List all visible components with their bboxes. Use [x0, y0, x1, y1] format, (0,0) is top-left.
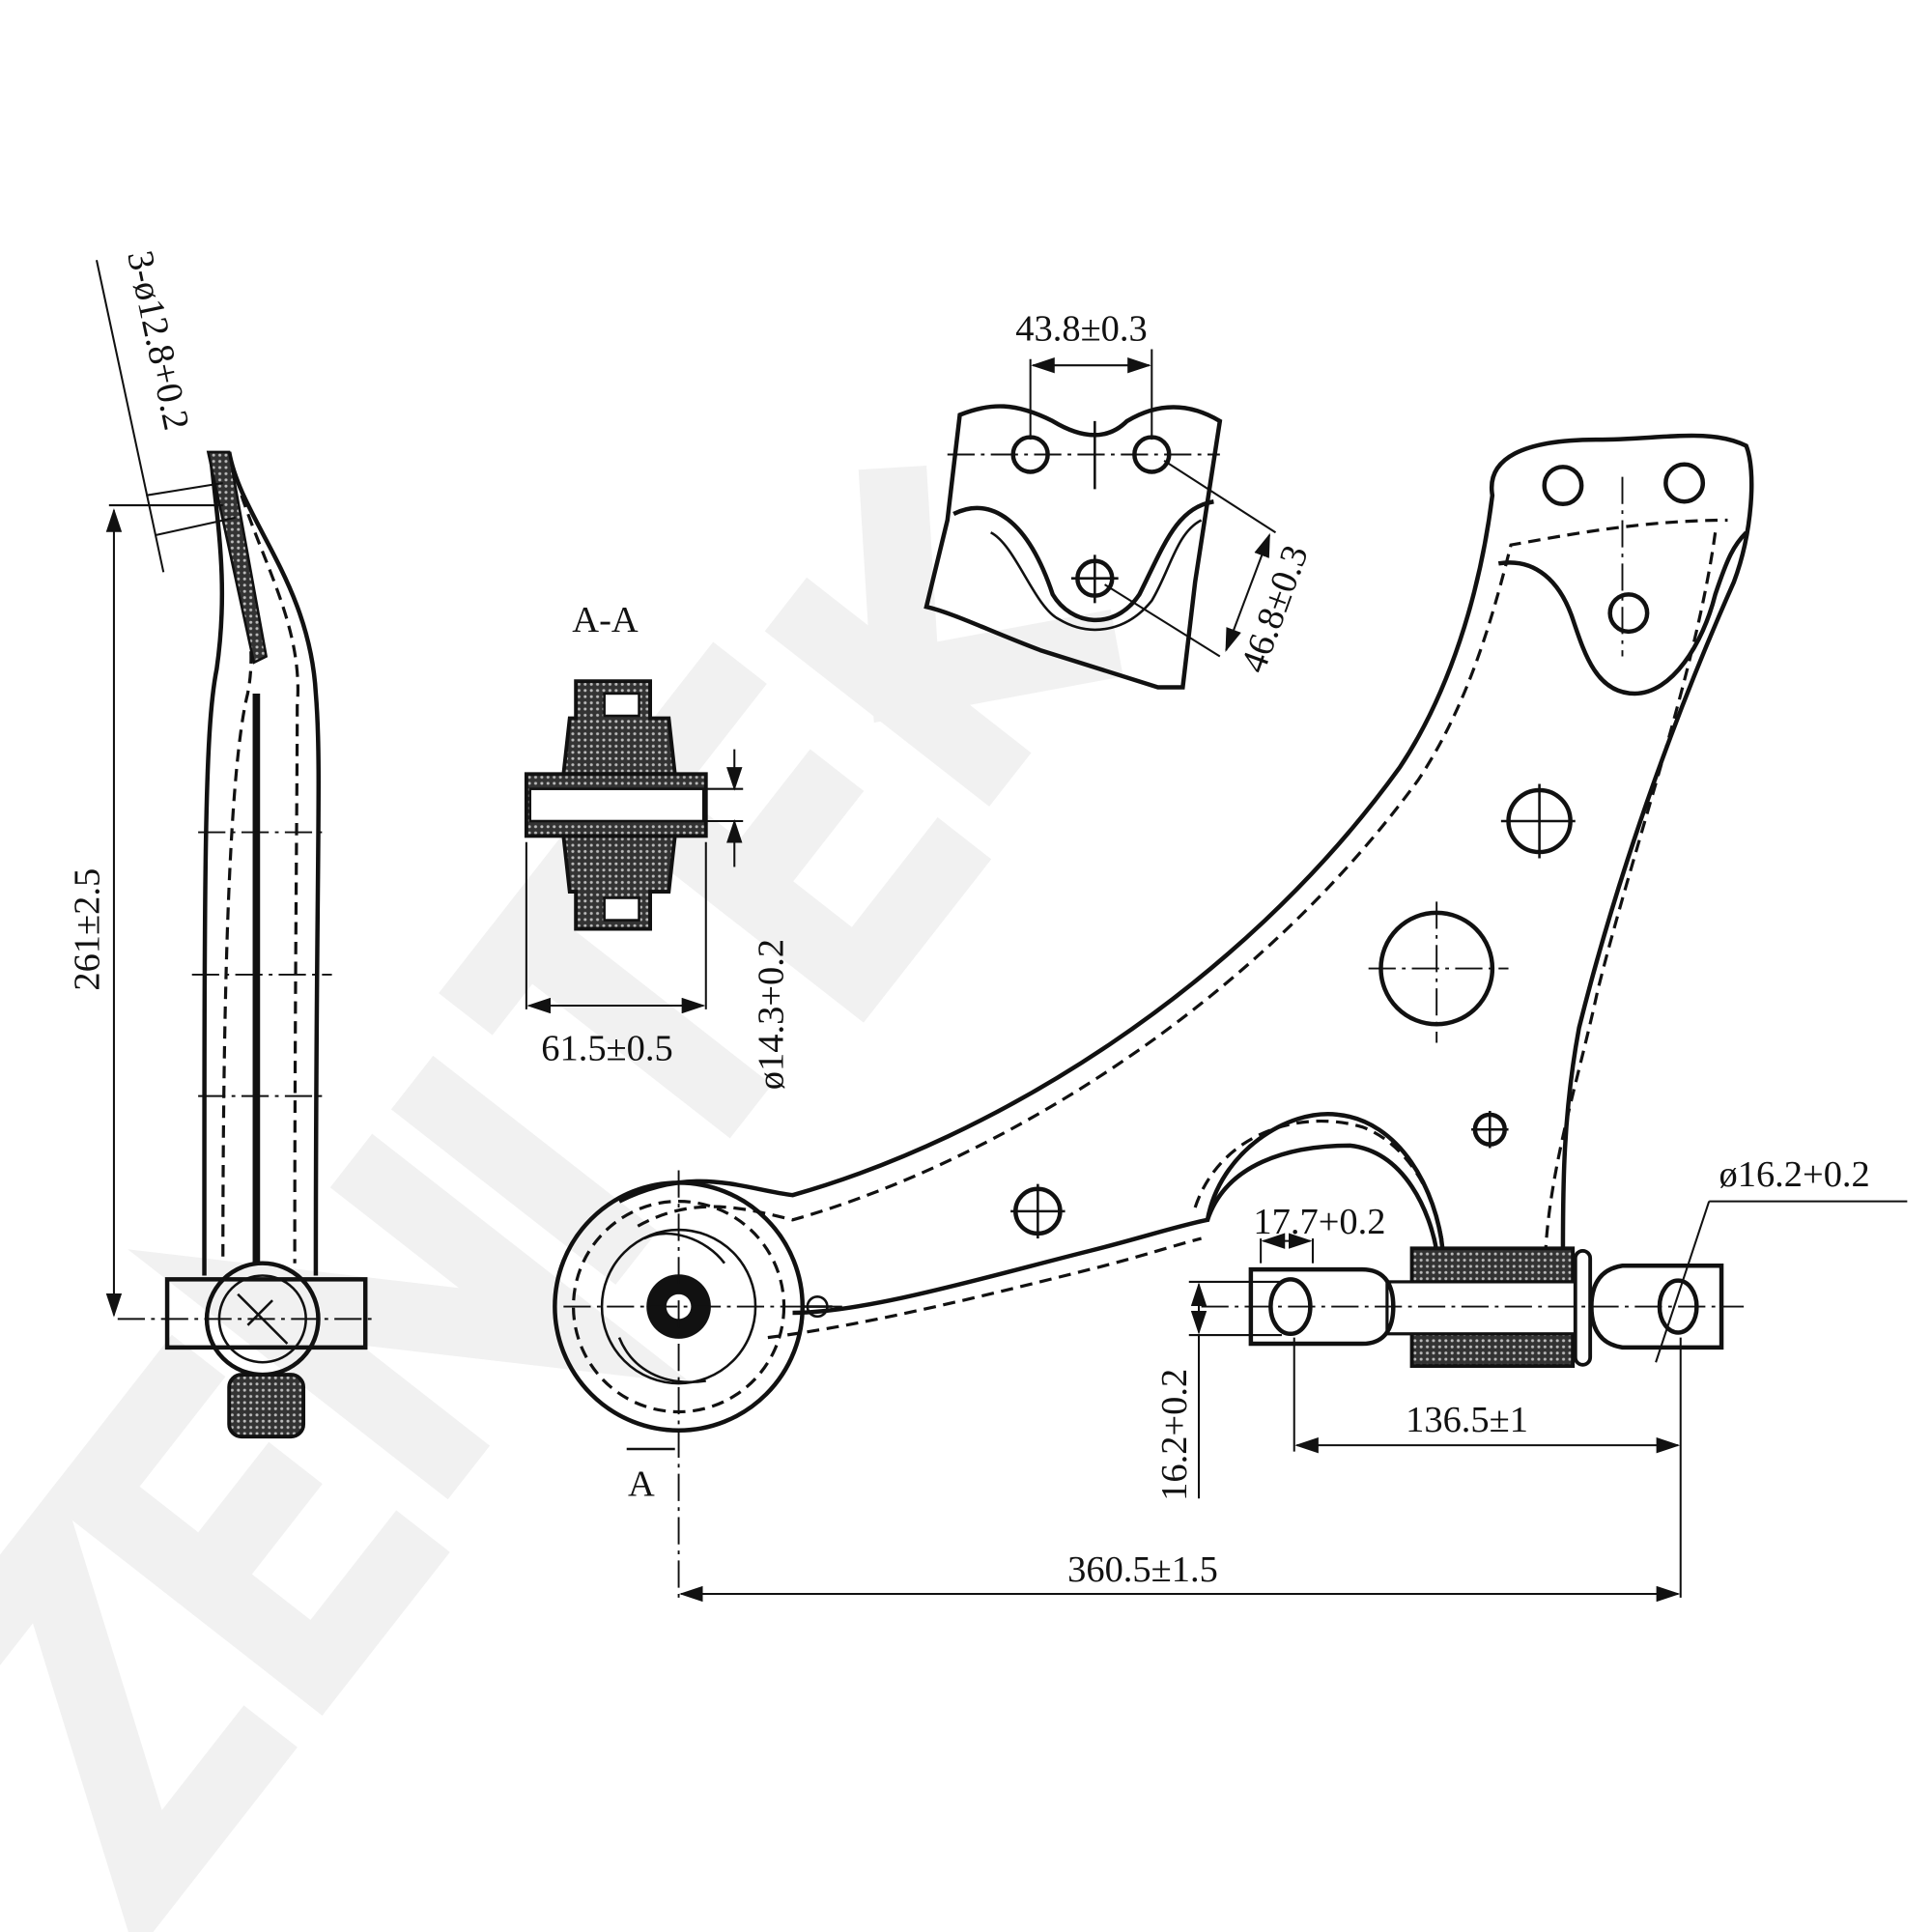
main-view: A 17.7+0.2 ø16.2+0.2 16.2+0.2 136.5±1 36…: [553, 433, 1908, 1605]
bushing-spacing-label: 136.5±1: [1406, 1400, 1528, 1440]
side-view: 261±2.5 3-ø12.8+0.2: [68, 247, 372, 1439]
section-title: A-A: [572, 600, 639, 640]
arm-outline-outer: [618, 433, 1754, 1251]
side-bushing-housing: [164, 1277, 368, 1350]
bolt-hole-height-label: 16.2+0.2: [1154, 1369, 1195, 1501]
section-marker-label: A: [628, 1464, 655, 1505]
section-a-a-view: A-A 61.5±0.5 ø14.3+0.2: [524, 600, 791, 1090]
overall-length-label: 360.5±1.5: [1067, 1549, 1218, 1590]
bracket-hole-spacing-label: 43.8±0.3: [1015, 309, 1147, 350]
bolt-hole-width-label: 17.7+0.2: [1253, 1202, 1385, 1242]
section-bore-label: ø14.3+0.2: [751, 939, 791, 1090]
bracket-hole-offset-label: 46.8±0.3: [1234, 540, 1317, 678]
side-arm-outline-left: [202, 451, 225, 1276]
side-arm-outline-right: [226, 451, 322, 1276]
bracket-detail-view: 43.8±0.3 46.8±0.3: [923, 309, 1317, 690]
side-hole-spec-label: 3-ø12.8+0.2: [119, 247, 196, 434]
side-height-label: 261±2.5: [68, 868, 108, 991]
bolt-hole-diameter-label: ø16.2+0.2: [1719, 1154, 1869, 1195]
watermark-logo: [0, 465, 1123, 1932]
section-width-label: 61.5±0.5: [541, 1028, 672, 1068]
